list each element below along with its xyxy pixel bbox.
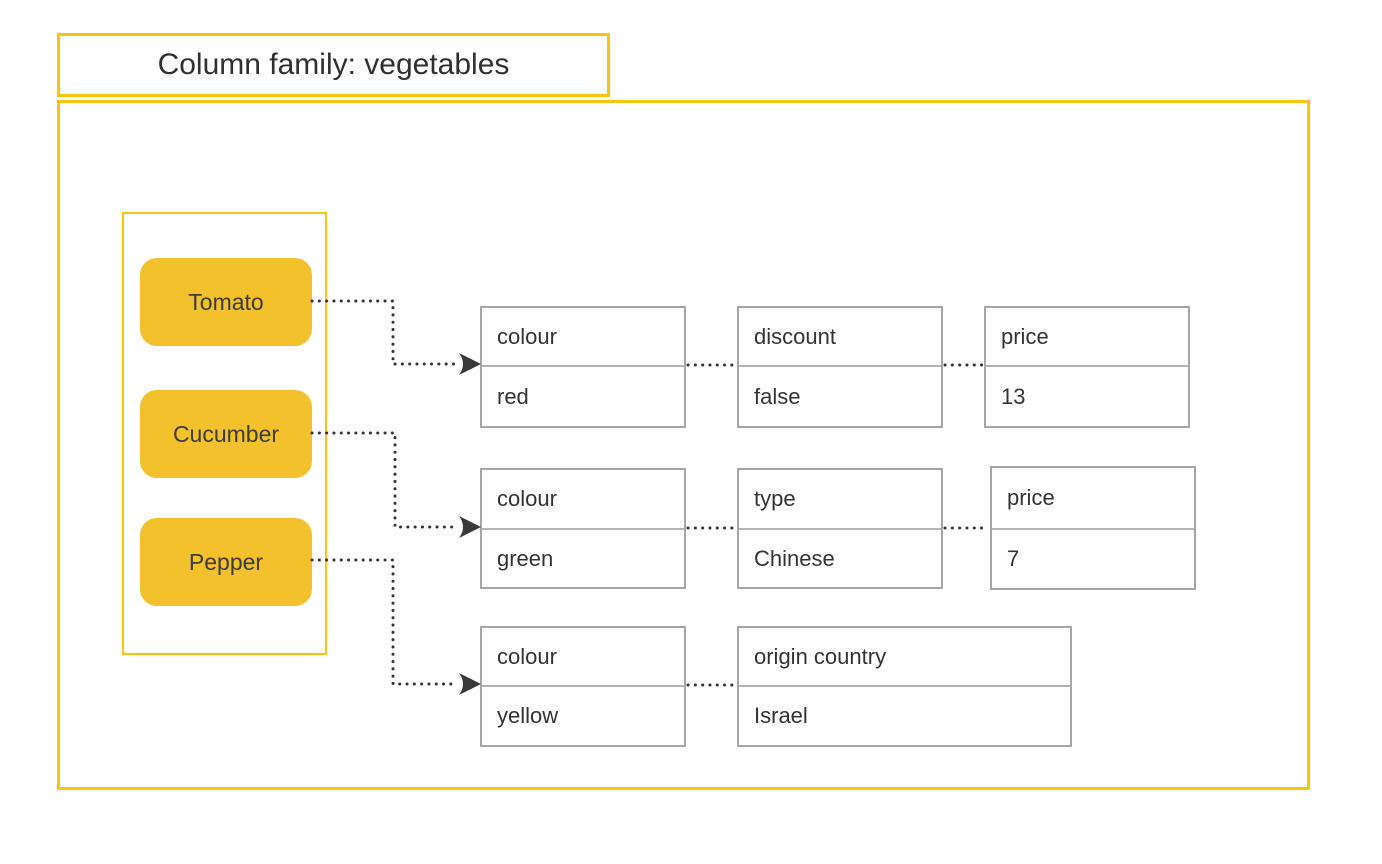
column-box-tomato-colour: colour red — [480, 306, 686, 428]
row-key-label: Cucumber — [172, 420, 280, 447]
column-box-cucumber-price: price 7 — [990, 466, 1196, 590]
column-name: type — [739, 470, 941, 530]
column-value: 13 — [1001, 383, 1026, 409]
column-value: green — [497, 545, 554, 571]
column-name: colour — [482, 628, 684, 687]
column-value: yellow — [497, 703, 559, 728]
column-value: red — [497, 383, 529, 409]
page-title: Column family: vegetables — [157, 48, 510, 81]
column-box-tomato-price: price 13 — [984, 306, 1190, 428]
column-name: price — [992, 468, 1194, 530]
row-key-label: Tomato — [188, 288, 264, 315]
column-value: Israel — [754, 703, 808, 728]
column-box-tomato-discount: discount false — [737, 306, 943, 428]
column-box-cucumber-colour: colour green — [480, 468, 686, 589]
column-family-title-tab: Column family: vegetables — [57, 33, 610, 97]
column-name: colour — [482, 470, 684, 530]
column-box-pepper-colour: colour yellow — [480, 626, 686, 747]
column-name: colour — [482, 308, 684, 367]
row-key-label: Pepper — [188, 548, 264, 575]
row-key-tomato: Tomato — [140, 258, 312, 346]
column-name: price — [986, 308, 1188, 367]
row-key-cucumber: Cucumber — [140, 390, 312, 478]
column-box-pepper-origin-country: origin country Israel — [737, 626, 1072, 747]
column-value: false — [754, 383, 801, 409]
column-box-cucumber-type: type Chinese — [737, 468, 943, 589]
column-name: origin country — [739, 628, 1070, 687]
column-value: 7 — [1007, 546, 1020, 571]
column-name: discount — [739, 308, 941, 367]
row-key-pepper: Pepper — [140, 518, 312, 606]
column-value: Chinese — [754, 545, 835, 571]
